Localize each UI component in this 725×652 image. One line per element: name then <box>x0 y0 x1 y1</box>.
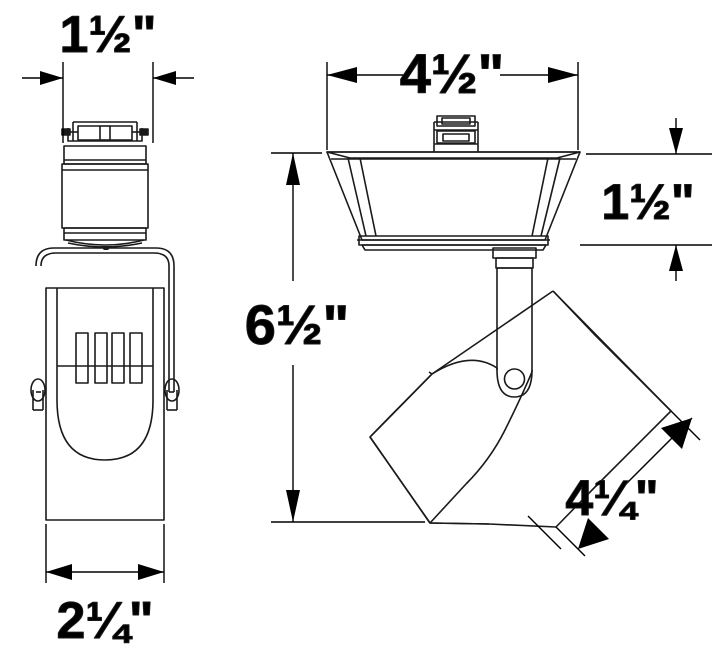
dim-side-overall-height <box>271 152 425 523</box>
dim-side-shade-height <box>580 118 712 281</box>
arrowhead-right <box>138 564 164 580</box>
front-yoke-bracket <box>30 247 180 411</box>
front-lamp-fins <box>75 332 143 384</box>
dim-front-bottom-width <box>45 524 165 583</box>
dim-label-front-top-width: 1½" <box>60 6 157 64</box>
arrowhead-right <box>40 71 63 85</box>
arrowhead-down <box>669 128 683 154</box>
front-view-group <box>30 121 180 521</box>
dim-side-top-width <box>326 62 579 150</box>
dim-label-side-body-length: 4¼" <box>565 470 658 526</box>
dim-side-body-length <box>527 410 701 557</box>
arrowhead-left <box>46 564 72 580</box>
front-canopy-cylinder <box>61 145 149 250</box>
dim-label-side-shade-height: 1½" <box>601 174 694 230</box>
side-lamp-body <box>369 290 672 528</box>
dim-label-side-top-width: 4½" <box>400 42 504 105</box>
arrowhead-up <box>286 153 300 185</box>
side-track-adapter <box>433 115 479 152</box>
dim-label-front-bottom-width: 2¼" <box>57 592 154 650</box>
front-lamp-body <box>45 287 165 521</box>
side-view-group <box>326 115 672 528</box>
arrowhead-down <box>286 490 300 522</box>
arrowhead-right <box>548 67 578 83</box>
arrowhead-upright <box>661 418 692 449</box>
dim-label-side-overall-height: 6½" <box>245 293 349 356</box>
side-shade <box>326 151 581 251</box>
dim-front-top-width <box>22 62 194 143</box>
arrowhead-left <box>327 67 357 83</box>
arrowhead-up <box>669 245 683 271</box>
arrowhead-downleft <box>578 518 609 549</box>
front-track-adapter <box>61 121 149 142</box>
arrowhead-left <box>153 71 176 85</box>
side-stem <box>492 247 537 398</box>
